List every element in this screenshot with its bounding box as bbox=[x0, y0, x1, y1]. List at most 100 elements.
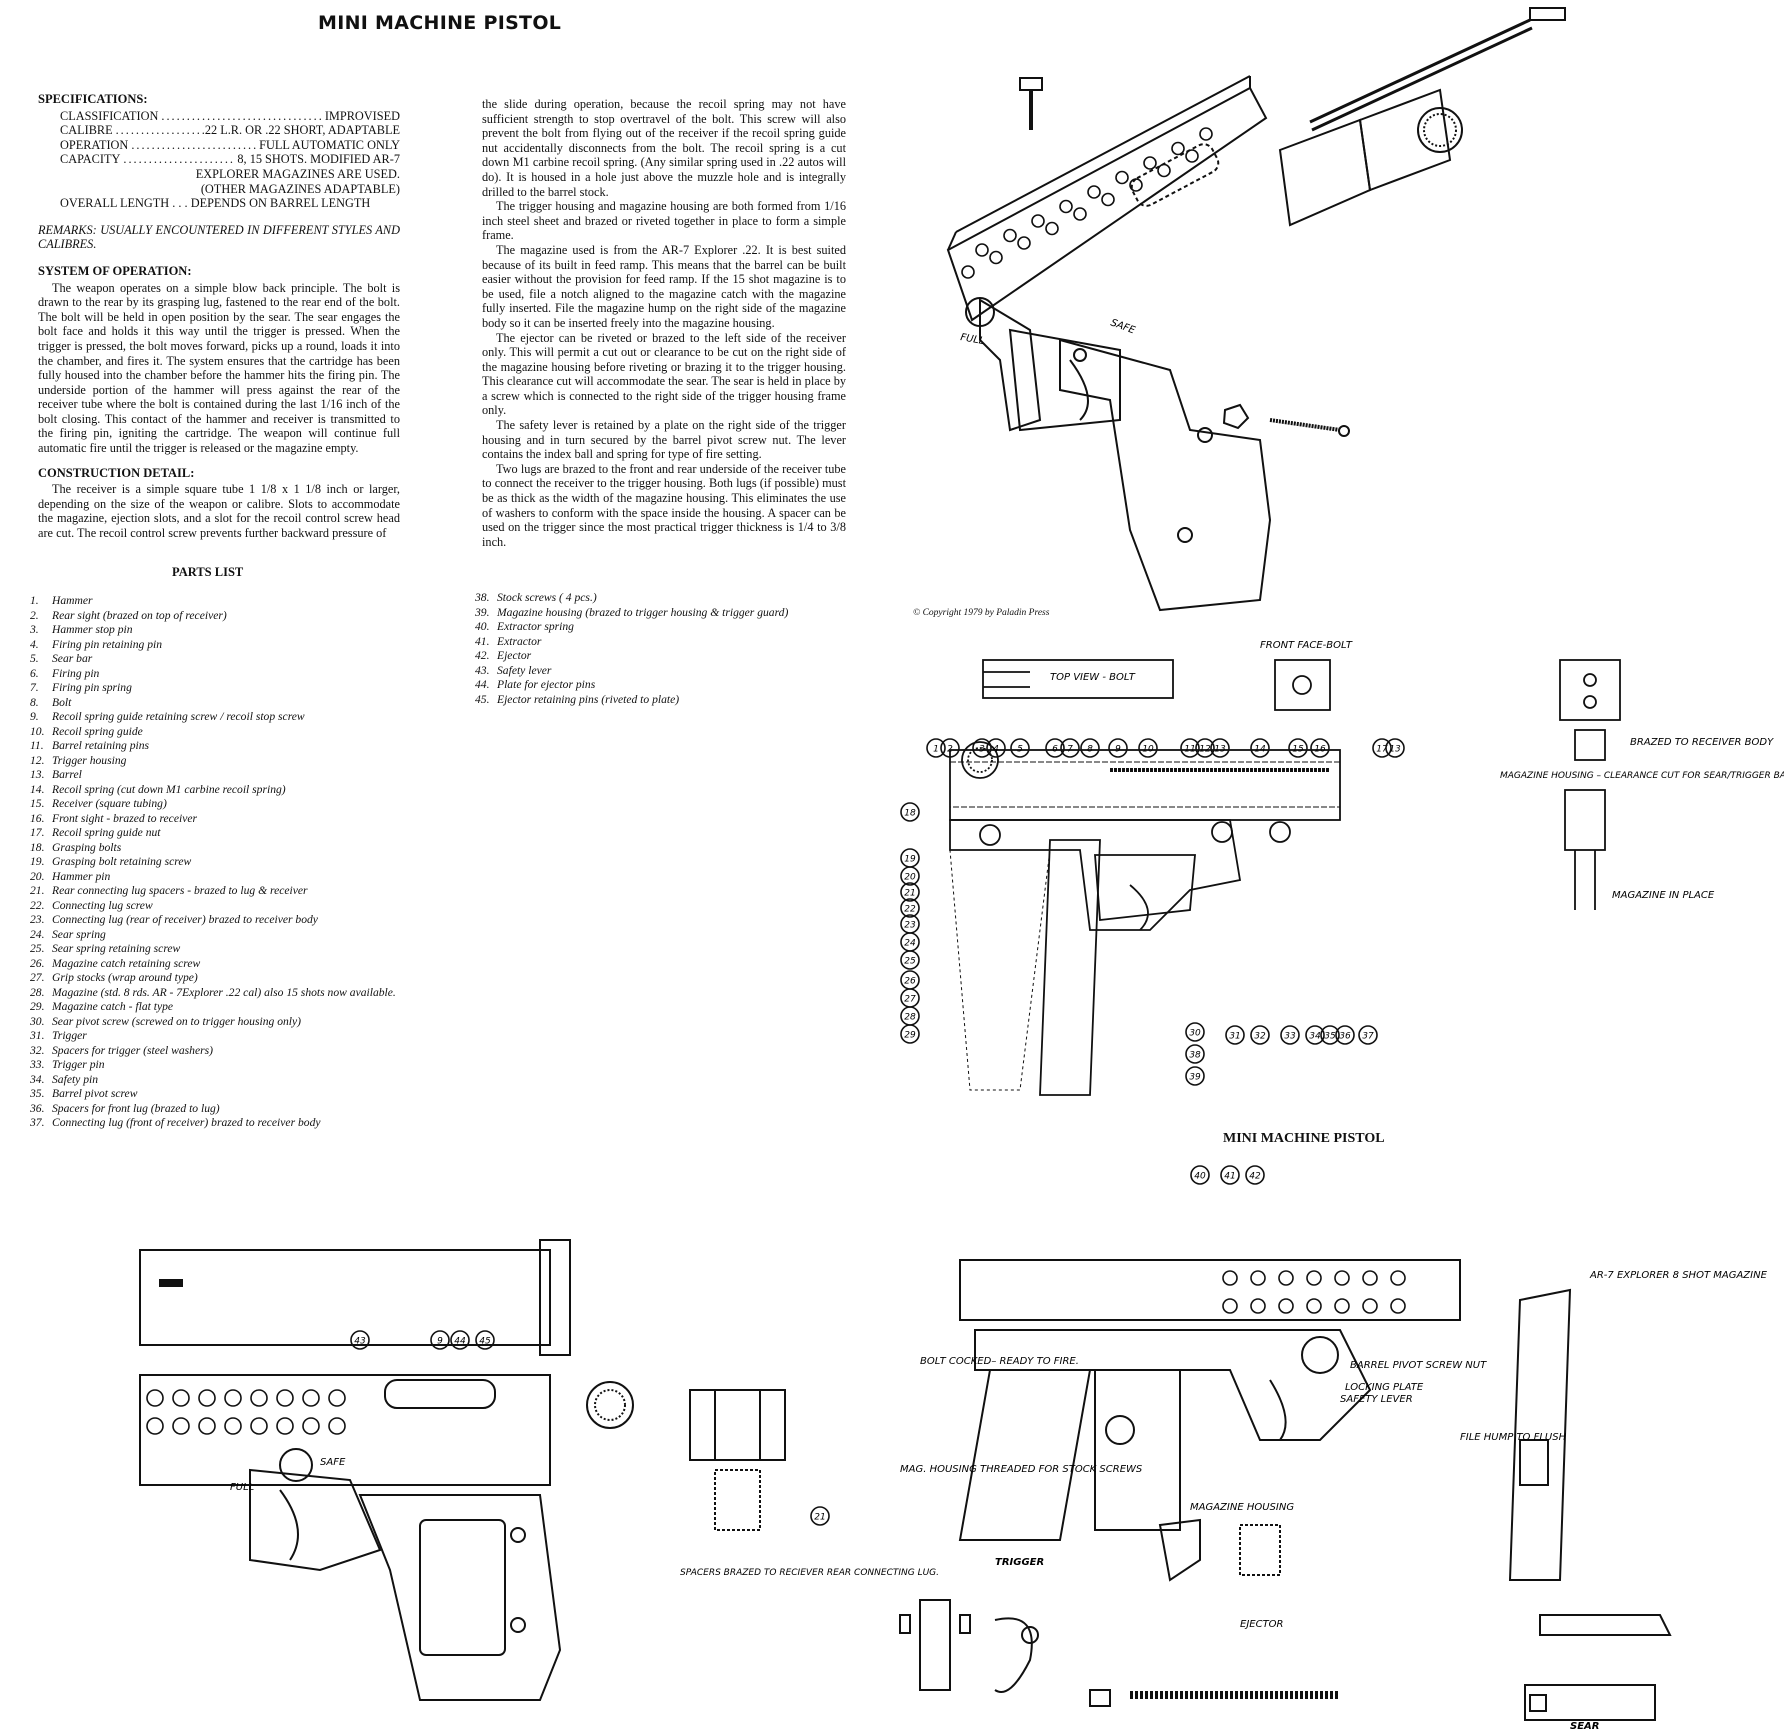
parts-list-heading: PARTS LIST bbox=[172, 565, 244, 579]
part-number: 43. bbox=[475, 663, 490, 677]
part-name: Extractor spring bbox=[497, 620, 574, 633]
parts-list-item: 18.Grasping bolts bbox=[30, 841, 410, 856]
parts-list-item: 1.Hammer bbox=[30, 594, 410, 609]
part-name: Recoil spring (cut down M1 carbine recoi… bbox=[52, 782, 286, 796]
paragraph: The ejector can be riveted or brazed to … bbox=[482, 330, 846, 418]
callout-circle bbox=[900, 898, 920, 918]
text-column-2: the slide during operation, because the … bbox=[482, 97, 846, 549]
part-number: 18. bbox=[30, 840, 45, 854]
receiver-hole bbox=[1390, 1270, 1406, 1286]
receiver-hole bbox=[146, 1417, 164, 1435]
part-number: 17. bbox=[30, 826, 45, 839]
callout-circle bbox=[926, 738, 946, 758]
part-name: Rear connecting lug spacers - brazed to … bbox=[52, 884, 308, 897]
part-number: 21. bbox=[30, 884, 45, 897]
parts-list-item: 26.Magazine catch retaining screw bbox=[30, 957, 410, 972]
parts-list-item: 29. Magazine catch - flat type bbox=[30, 1000, 410, 1015]
receiver-hole bbox=[172, 1417, 190, 1435]
parts-list-item: 5.Sear bar bbox=[30, 652, 410, 667]
part-number: 35. bbox=[30, 1087, 45, 1100]
part-name: Rear sight (brazed on top of receiver) bbox=[52, 608, 227, 622]
parts-list-item: 44.Plate for ejector pins bbox=[475, 678, 855, 693]
callout-circle bbox=[1250, 738, 1270, 758]
receiver-hole bbox=[1362, 1270, 1378, 1286]
receiver-hole bbox=[198, 1389, 216, 1407]
locking-plate-label: LOCKING PLATE bbox=[1345, 1382, 1424, 1393]
text-column-1: SPECIFICATIONS: CLASSIFICATION..........… bbox=[38, 92, 400, 541]
parts-list-item: 38.Stock screws ( 4 pcs.) bbox=[475, 591, 855, 606]
part-number: 7. bbox=[30, 681, 39, 694]
part-name: Sear pivot screw (screwed on to trigger … bbox=[52, 1014, 302, 1028]
spec-value: IMPROVISED bbox=[324, 108, 400, 123]
callout-circle bbox=[1385, 738, 1405, 758]
part-name: Safety pin bbox=[52, 1072, 99, 1086]
parts-list-col2: 38.Stock screws ( 4 pcs.)39.Magazine hou… bbox=[475, 591, 855, 707]
callout-number: 20 bbox=[904, 873, 916, 883]
callout-number: 32 bbox=[1254, 1032, 1266, 1042]
receiver-hole bbox=[1031, 214, 1045, 228]
callout-number: 40 bbox=[1194, 1172, 1206, 1182]
parts-list-item: 12.Trigger housing bbox=[30, 754, 410, 769]
ejector-label: EJECTOR bbox=[1240, 1619, 1284, 1630]
receiver-hole bbox=[989, 250, 1003, 265]
parts-list-item: 2.Rear sight (brazed on top of receiver) bbox=[30, 609, 410, 624]
part-number: 37. bbox=[30, 1116, 45, 1129]
parts-list-item: 40.Extractor spring bbox=[475, 620, 855, 635]
part-name: Recoil spring guide bbox=[52, 724, 143, 738]
paragraph: The safety lever is retained by a plate … bbox=[482, 418, 846, 462]
callout-number: 8 bbox=[1087, 745, 1093, 755]
parts-list-item: 21. Rear connecting lug spacers - brazed … bbox=[30, 884, 410, 899]
barrel-pivot-label: BARREL PIVOT SCREW NUT bbox=[1350, 1360, 1487, 1371]
receiver-hole bbox=[1143, 156, 1157, 170]
spec-dots: ........................................… bbox=[131, 137, 256, 152]
spec-row: CALIBRE.................................… bbox=[38, 123, 400, 138]
receiver-hole bbox=[1115, 170, 1129, 185]
part-number: 19. bbox=[30, 855, 45, 868]
callout-number: 19 bbox=[904, 855, 916, 865]
callout-number: 18 bbox=[904, 809, 916, 819]
receiver-hole bbox=[1157, 163, 1171, 178]
part-number: 27. bbox=[30, 971, 45, 984]
receiver-hole bbox=[328, 1389, 346, 1407]
parts-list-item: 31.Trigger bbox=[30, 1029, 410, 1044]
callout-circle bbox=[1358, 1025, 1378, 1045]
parts-list-item: 37.Connecting lug (front of receiver) br… bbox=[30, 1116, 410, 1131]
parts-list-item: 7. Firing pin spring bbox=[30, 681, 410, 696]
parts-list-item: 10. Recoil spring guide bbox=[30, 725, 410, 740]
callout-number: 44 bbox=[454, 1337, 466, 1347]
callout-circle bbox=[1195, 738, 1215, 758]
part-number: 42. bbox=[475, 649, 490, 662]
receiver-hole bbox=[1199, 127, 1213, 141]
parts-list-item: 42.Ejector bbox=[475, 649, 855, 664]
part-name: Magazine catch retaining screw bbox=[52, 956, 201, 970]
callout-number: 6 bbox=[1052, 745, 1058, 755]
callout-number: 21 bbox=[904, 889, 915, 899]
part-number: 39. bbox=[475, 605, 490, 619]
parts-list-item: 14. Recoil spring (cut down M1 carbine re… bbox=[30, 783, 410, 798]
receiver-hole bbox=[1222, 1270, 1238, 1286]
callout-circle bbox=[1138, 738, 1158, 758]
receiver-hole bbox=[1101, 192, 1115, 207]
part-number: 4. bbox=[30, 637, 39, 651]
part-number: 10. bbox=[30, 724, 45, 738]
callout-circle bbox=[1372, 738, 1392, 758]
ar7-label: AR-7 EXPLORER 8 SHOT MAGAZINE bbox=[1589, 1270, 1768, 1281]
spec-value: FULL AUTOMATIC ONLY bbox=[259, 137, 400, 152]
part-name: Connecting lug (rear of receiver) brazed… bbox=[52, 913, 318, 926]
part-name: Firing pin spring bbox=[52, 681, 132, 694]
paragraph: the slide during operation, because the … bbox=[482, 97, 846, 199]
part-name: Receiver (square tubing) bbox=[52, 797, 167, 810]
part-name: Barrel pivot screw bbox=[52, 1087, 138, 1100]
part-name: Trigger bbox=[52, 1029, 87, 1042]
part-name: Extractor bbox=[497, 634, 542, 648]
paragraph: The magazine used is from the AR-7 Explo… bbox=[482, 242, 846, 330]
callout-circle bbox=[1245, 1165, 1265, 1185]
part-name: Magazine catch - flat type bbox=[52, 1000, 174, 1013]
parts-list-item: 9.Recoil spring guide retaining screw / … bbox=[30, 710, 410, 725]
part-number: 29. bbox=[30, 1000, 45, 1013]
part-number: 14. bbox=[30, 782, 45, 796]
part-number: 44. bbox=[475, 678, 490, 691]
part-number: 25. bbox=[30, 942, 45, 955]
